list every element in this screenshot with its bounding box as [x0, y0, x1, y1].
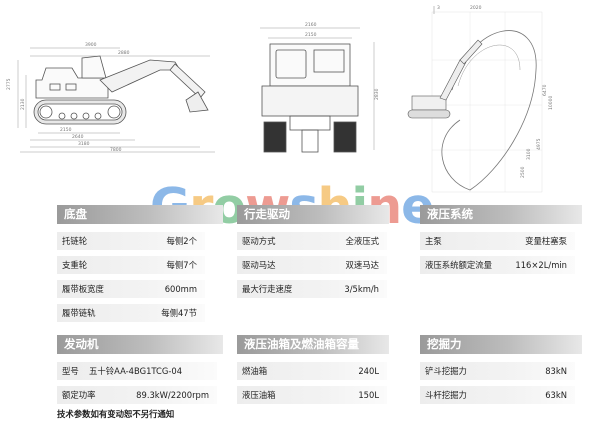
spec-value: 变量柱塞泵 [525, 236, 567, 246]
spec-label: 型号 [62, 366, 79, 376]
section-undercarriage-title: 底盘 [57, 205, 223, 224]
spec-label: 燃油箱 [242, 366, 268, 376]
dim-range-right-2: 4975 [536, 138, 542, 150]
dim-side-bottom-3: 7800 [110, 147, 122, 153]
dim-side-bottom-0: 2150 [60, 127, 72, 133]
tank-row: 燃油箱 240L [237, 362, 387, 380]
spec-label: 最大行走速度 [242, 284, 293, 294]
spec-label: 额定功率 [62, 390, 96, 400]
spec-value: 240L [358, 366, 379, 376]
working-range-dimensions: 2020 3 10000 6470 4975 3100 2500 [437, 5, 554, 178]
engine-row: 额定功率 89.3kW/2200rpm [57, 386, 217, 404]
spec-label: 液压系统额定流量 [425, 260, 492, 270]
side-view-drawing [17, 47, 215, 153]
working-range-drawing [407, 6, 543, 193]
spec-label: 主泵 [425, 236, 442, 246]
footnote: 技术参数如有变动恕不另行通知 [57, 409, 175, 419]
dim-range-right-4: 2500 [520, 166, 526, 178]
spec-value: 每侧47节 [161, 308, 197, 318]
front-view-dimensions: 2160 2150 2830 [305, 22, 380, 100]
spec-value: 每侧2个 [166, 236, 197, 246]
dim-range-top-1: 3 [437, 5, 440, 11]
spec-value: 五十铃AA-4BG1TCG-04 [89, 366, 183, 376]
dim-front-right-0: 2830 [374, 88, 380, 100]
dim-side-top-0: 3900 [85, 42, 97, 48]
dim-front-top-0: 2160 [305, 22, 317, 28]
spec-value: 89.3kW/2200rpm [136, 390, 209, 400]
dim-side-left-0: 2775 [6, 78, 12, 90]
front-view-drawing [260, 27, 375, 153]
travel-row: 驱动方式 全液压式 [237, 232, 387, 250]
travel-row: 驱动马达 双速马达 [237, 256, 387, 274]
undercarriage-row: 支重轮 每侧7个 [57, 256, 205, 274]
engine-row: 型号五十铃AA-4BG1TCG-04 [57, 362, 217, 380]
section-tank-title: 液压油箱及燃油箱容量 [237, 335, 389, 354]
dim-range-right-3: 3100 [526, 148, 532, 160]
spec-label: 支重轮 [62, 260, 88, 270]
spec-value: 3/5km/h [344, 284, 379, 294]
dim-side-bottom-2: 3180 [78, 141, 90, 147]
spec-label: 履带链轨 [62, 308, 96, 318]
undercarriage-row: 履带链轨 每侧47节 [57, 304, 205, 322]
spec-label: 驱动马达 [242, 260, 276, 270]
spec-label: 液压油箱 [242, 390, 276, 400]
spec-label: 斗杆挖掘力 [425, 390, 467, 400]
spec-value: 63kN [545, 390, 567, 400]
spec-label: 托链轮 [62, 236, 88, 246]
spec-label: 铲斗挖掘力 [425, 366, 467, 376]
spec-value: 全液压式 [345, 236, 380, 246]
digging-row: 铲斗挖掘力 83kN [420, 362, 575, 380]
spec-value: 600mm [164, 284, 197, 294]
dim-range-right-1: 6470 [542, 84, 548, 96]
travel-row: 最大行走速度 3/5km/h [237, 280, 387, 298]
technical-drawings: 3900 2880 2775 2130 2150 2640 3180 7800 … [6, 5, 554, 193]
spec-value: 每侧7个 [166, 260, 197, 270]
side-view-dimensions: 3900 2880 2775 2130 2150 2640 3180 7800 [6, 42, 130, 153]
spec-label: 履带板宽度 [62, 284, 104, 294]
dim-side-bottom-1: 2640 [72, 134, 84, 140]
section-hydraulic-title: 液压系统 [420, 205, 582, 224]
spec-label: 驱动方式 [242, 236, 276, 246]
spec-value: 150L [358, 390, 379, 400]
dim-range-right-0: 10000 [548, 96, 554, 110]
undercarriage-row: 托链轮 每侧2个 [57, 232, 205, 250]
undercarriage-row: 履带板宽度 600mm [57, 280, 205, 298]
dim-front-top-1: 2150 [305, 32, 317, 38]
spec-value: 116×2L/min [515, 260, 567, 270]
section-travel-title: 行走驱动 [237, 205, 389, 224]
section-engine-title: 发动机 [57, 335, 223, 354]
hydraulic-row: 主泵 变量柱塞泵 [420, 232, 575, 250]
spec-value: 83kN [545, 366, 567, 376]
tank-row: 液压油箱 150L [237, 386, 387, 404]
digging-row: 斗杆挖掘力 63kN [420, 386, 575, 404]
spec-value: 双速马达 [345, 260, 380, 270]
hydraulic-row: 液压系统额定流量 116×2L/min [420, 256, 575, 274]
dim-side-top-1: 2880 [118, 50, 130, 56]
dim-range-top-0: 2020 [470, 5, 482, 11]
dim-side-left-1: 2130 [20, 98, 26, 110]
section-digging-title: 挖掘力 [420, 335, 582, 354]
